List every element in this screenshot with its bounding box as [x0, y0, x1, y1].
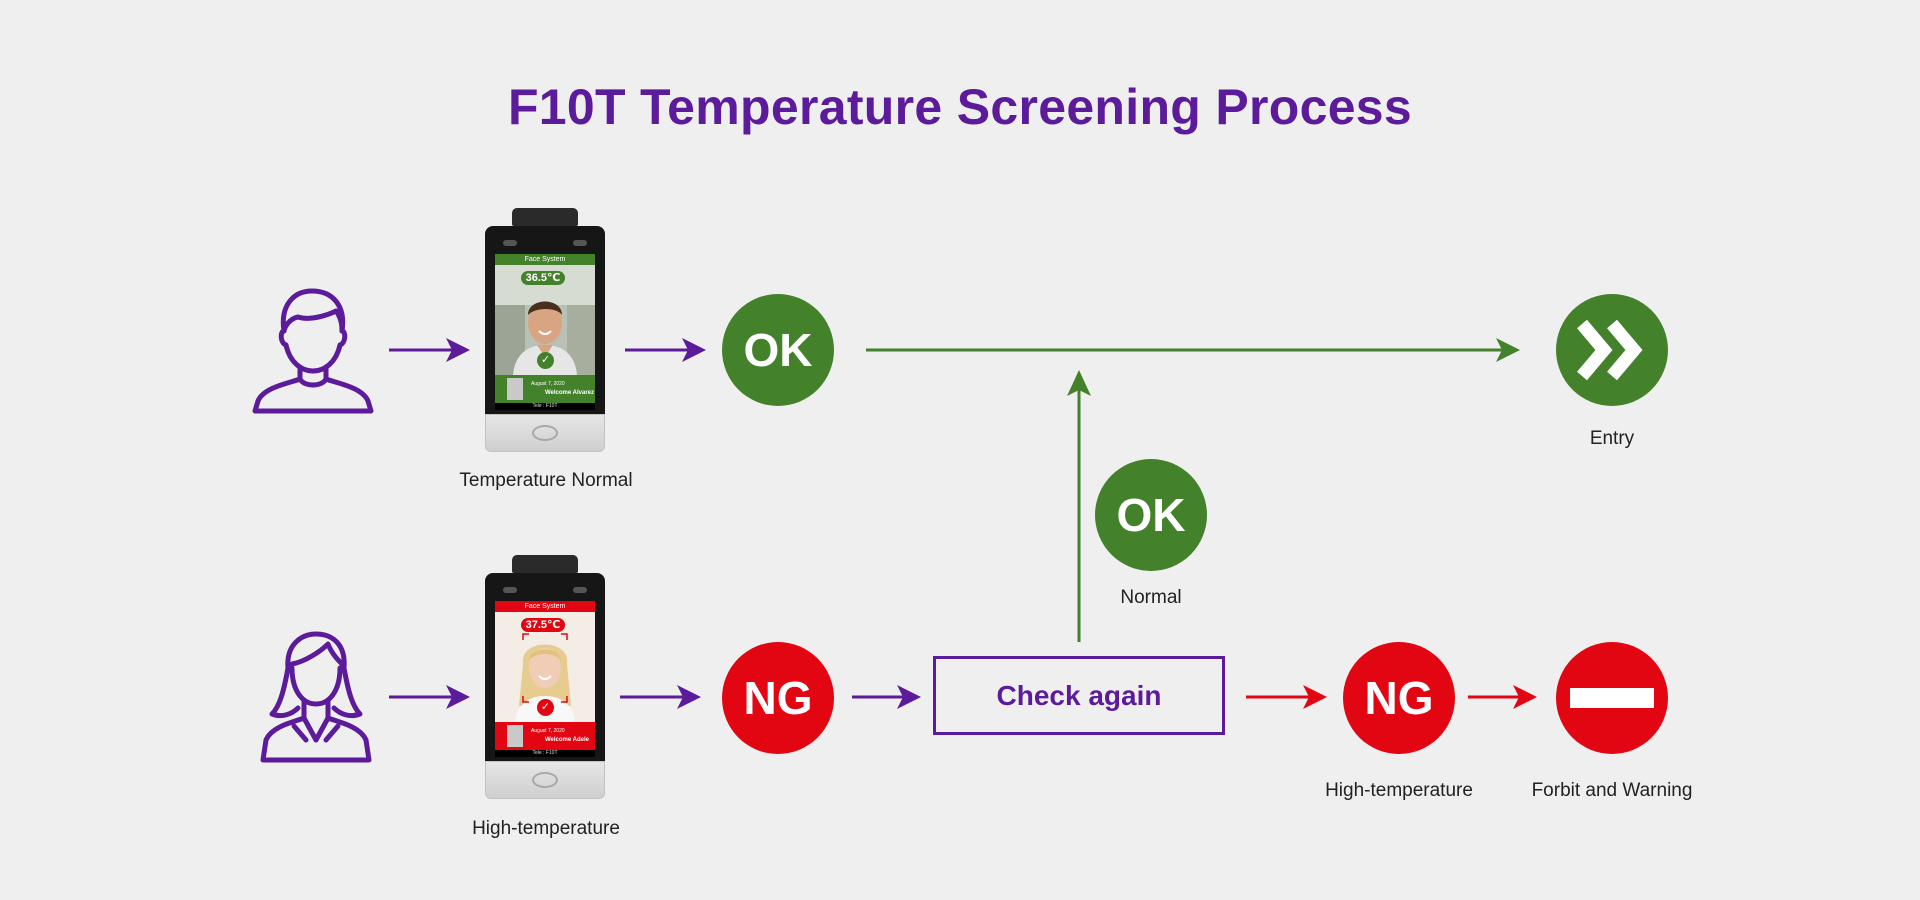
- screen-date: August 7, 2020: [531, 381, 565, 387]
- nfc-icon: [532, 425, 558, 441]
- thumbnail-photo: [507, 725, 523, 747]
- label-high-temperature-device: High-temperature: [472, 818, 620, 839]
- arrow-device-to-ng: [620, 685, 701, 709]
- page-title: F10T Temperature Screening Process: [507, 79, 1413, 135]
- label-forbid-warning: Forbit and Warning: [1531, 780, 1693, 801]
- arrow-person-to-device-top: [389, 338, 470, 362]
- label-normal: Normal: [1120, 587, 1182, 608]
- screen-welcome: Welcome Adele: [545, 737, 590, 743]
- device-model: Tele : F10T: [495, 750, 595, 757]
- nfc-icon: [532, 772, 558, 788]
- screen-header: Face System: [495, 254, 595, 265]
- temperature-readout: 37.5℃: [521, 618, 565, 632]
- camera-module: [512, 208, 578, 226]
- checkmark-icon: ✓: [537, 699, 554, 716]
- male-person-icon: [252, 288, 374, 414]
- female-person-icon: [260, 631, 372, 763]
- label-high-temperature-result: High-temperature: [1325, 780, 1473, 801]
- device-model: Tele : F10T: [495, 403, 595, 410]
- entry-badge: [1556, 294, 1668, 406]
- checkmark-icon: ✓: [537, 352, 554, 369]
- temperature-readout: 36.5℃: [521, 271, 565, 285]
- device-screen: Face System 37.5℃ ✓ August 7, 2020 Welco…: [495, 601, 595, 757]
- arrow-ng-to-check: [852, 685, 921, 709]
- no-entry-icon: [1570, 688, 1654, 708]
- ok-badge-top: OK: [722, 294, 834, 406]
- device-screen: Face System 36.5℃ ✓ August 7, 2020 Welco…: [495, 254, 595, 410]
- ok-badge-recheck: OK: [1095, 459, 1207, 571]
- forbid-badge: [1556, 642, 1668, 754]
- arrow-check-to-ng: [1246, 685, 1327, 709]
- f10t-device-normal: Face System 36.5℃ ✓ August 7, 2020 Welco…: [485, 208, 605, 452]
- check-again-box: Check again: [933, 656, 1225, 735]
- ng-badge-first: NG: [722, 642, 834, 754]
- f10t-device-high: Face System 37.5℃ ✓ August 7, 2020 Welco…: [485, 555, 605, 799]
- ng-badge-second: NG: [1343, 642, 1455, 754]
- arrow-person-to-device-bottom: [389, 685, 470, 709]
- label-entry: Entry: [1589, 428, 1635, 449]
- arrow-recheck-up: [1067, 370, 1091, 642]
- camera-module: [512, 555, 578, 573]
- arrow-device-to-ok-top: [625, 338, 706, 362]
- screen-header: Face System: [495, 601, 595, 612]
- screen-welcome: Welcome Alvarez: [545, 390, 595, 396]
- label-temperature-normal: Temperature Normal: [459, 470, 633, 491]
- arrow-ok-to-entry: [866, 338, 1520, 362]
- thumbnail-photo: [507, 378, 523, 400]
- double-chevron-right-icon: [1577, 319, 1643, 381]
- screen-date: August 7, 2020: [531, 728, 565, 734]
- arrow-ng-to-forbid: [1468, 685, 1537, 709]
